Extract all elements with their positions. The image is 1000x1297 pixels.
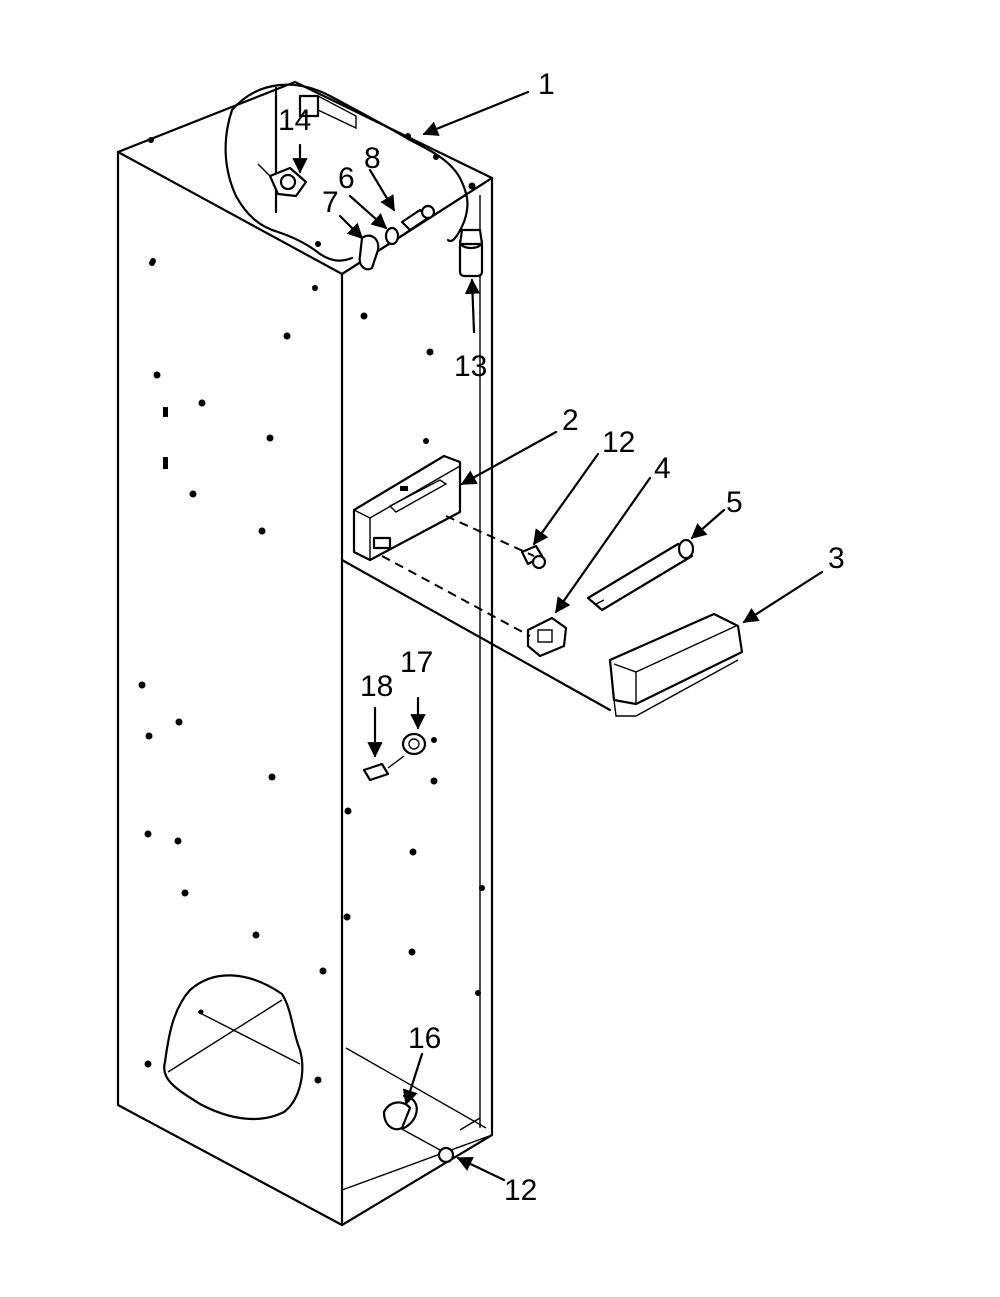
part-12-screw-upper bbox=[520, 544, 547, 570]
callout-6: 6 bbox=[338, 162, 355, 195]
callout-14: 14 bbox=[278, 104, 311, 137]
part-12-screw-lower bbox=[399, 1117, 481, 1164]
part-3-channel bbox=[608, 612, 744, 717]
part-2-rail-bracket bbox=[352, 454, 462, 562]
callout-17: 17 bbox=[400, 646, 433, 679]
callout-16: 16 bbox=[408, 1022, 441, 1055]
assembly-lines bbox=[340, 515, 612, 712]
part-17-bumper bbox=[401, 732, 437, 756]
bottom-cutaway bbox=[163, 974, 304, 1121]
part-5-tube bbox=[586, 538, 695, 612]
callout-2: 2 bbox=[562, 404, 579, 437]
part-8-screw bbox=[400, 204, 436, 232]
part-7-clip bbox=[358, 234, 380, 271]
leader-arrows bbox=[292, 90, 824, 1182]
part-16-clip bbox=[382, 1094, 418, 1131]
callout-3: 3 bbox=[828, 542, 845, 575]
callout-12-upper: 12 bbox=[602, 426, 635, 459]
callout-7: 7 bbox=[322, 186, 339, 219]
part-6-washer bbox=[384, 226, 400, 246]
callout-1: 1 bbox=[538, 68, 555, 101]
part-4-clip bbox=[526, 616, 568, 658]
callout-4: 4 bbox=[654, 452, 671, 485]
callout-labels: 1 14 8 6 7 13 2 12 4 5 3 17 18 16 12 bbox=[278, 68, 845, 1207]
callout-18: 18 bbox=[360, 670, 393, 703]
callout-12-lower: 12 bbox=[504, 1174, 537, 1207]
part-14-clip bbox=[257, 163, 308, 198]
mounting-holes bbox=[138, 133, 485, 1084]
part-18-screw bbox=[362, 755, 405, 782]
callout-13: 13 bbox=[454, 350, 487, 383]
callout-5: 5 bbox=[726, 486, 743, 519]
part-13-bumper bbox=[458, 228, 484, 278]
callout-8: 8 bbox=[364, 142, 381, 175]
